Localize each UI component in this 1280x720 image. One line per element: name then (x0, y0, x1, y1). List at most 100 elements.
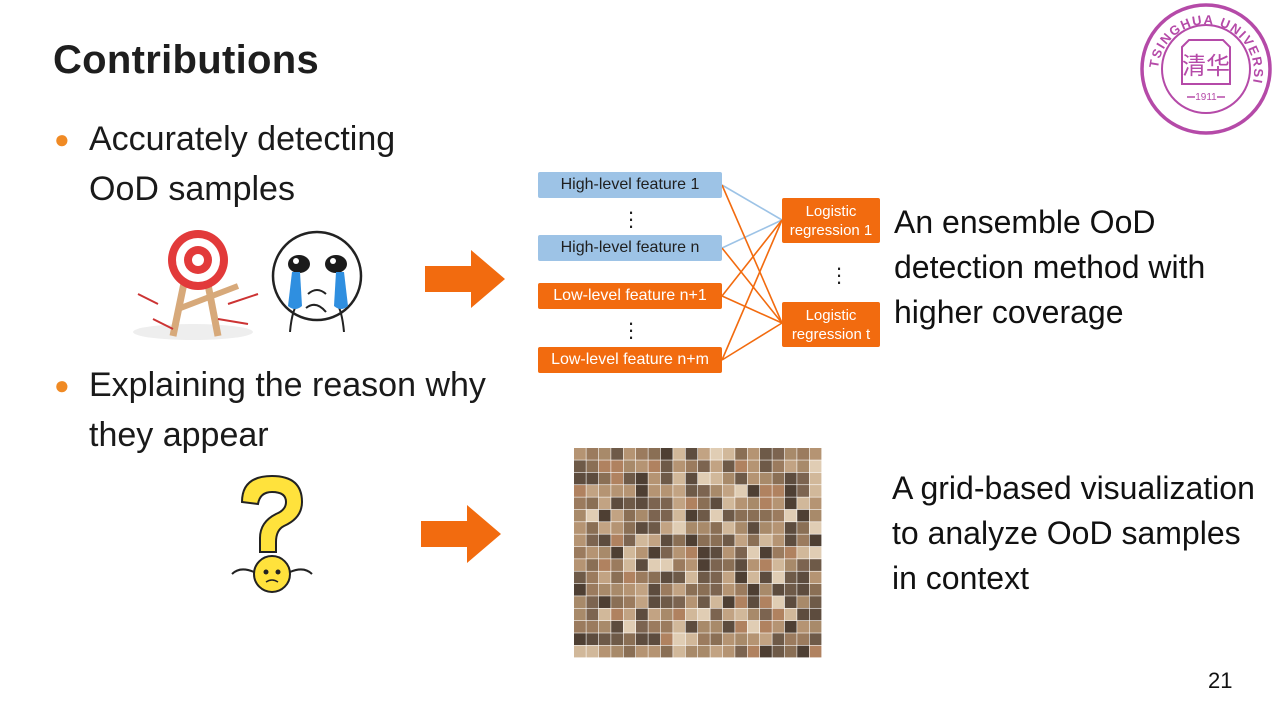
grid-thumbnail (586, 645, 599, 658)
grid-thumbnail (772, 472, 785, 485)
grid-thumbnail (772, 633, 785, 646)
grid-thumbnail (685, 546, 698, 559)
grid-thumbnail (586, 583, 599, 596)
grid-thumbnail (797, 448, 809, 460)
grid-thumbnail (735, 497, 747, 510)
grid-thumbnail (586, 509, 599, 522)
grid-thumbnail (698, 645, 710, 658)
grid-thumbnail (623, 448, 636, 460)
grid-thumbnail (648, 534, 661, 547)
grid-thumbnail (722, 485, 735, 497)
grid-thumbnail (772, 620, 785, 633)
grid-thumbnail (809, 620, 822, 633)
grid-thumbnail (809, 497, 822, 510)
grid-thumbnail (710, 534, 723, 547)
grid-thumbnail (685, 485, 698, 497)
grid-thumbnail (797, 509, 809, 522)
grid-thumbnail (673, 620, 685, 633)
grid-thumbnail (760, 571, 772, 584)
grid-thumbnail (760, 559, 772, 571)
grid-thumbnail (698, 460, 710, 473)
grid-thumbnail (797, 534, 809, 547)
grid-thumbnail (710, 497, 723, 510)
grid-thumbnail (760, 583, 772, 596)
grid-thumbnail (685, 559, 698, 571)
grid-thumbnail (710, 645, 723, 658)
grid-thumbnail (772, 559, 785, 571)
grid-thumbnail (698, 608, 710, 621)
vertical-ellipsis: ··· (627, 199, 635, 238)
grid-thumbnail (685, 534, 698, 547)
grid-thumbnail (722, 583, 735, 596)
grid-thumbnail (772, 534, 785, 547)
grid-thumbnail (685, 509, 698, 522)
grid-thumbnail (673, 485, 685, 497)
grid-thumbnail (660, 522, 673, 534)
grid-thumbnail (760, 645, 772, 658)
grid-thumbnail (735, 571, 747, 584)
grid-thumbnail (809, 596, 822, 608)
grid-thumbnail (784, 485, 797, 497)
right-arrow-icon (425, 250, 505, 308)
grid-thumbnail (710, 559, 723, 571)
grid-thumbnail (574, 497, 586, 510)
grid-thumbnail (772, 460, 785, 473)
grid-thumbnail (698, 497, 710, 510)
grid-thumbnail (735, 546, 747, 559)
grid-thumbnail (574, 571, 586, 584)
grid-thumbnail (623, 620, 636, 633)
grid-thumbnail (710, 633, 723, 646)
grid-thumbnail (784, 522, 797, 534)
grid-thumbnail (660, 546, 673, 559)
grid-thumbnail (636, 472, 648, 485)
grid-thumbnail (636, 497, 648, 510)
bullet-dot-icon: ● (54, 370, 70, 400)
grid-thumbnail (722, 571, 735, 584)
grid-thumbnail (648, 497, 661, 510)
feature-box-low-n1: Low-level feature n+1 (538, 283, 722, 309)
grid-thumbnail (636, 620, 648, 633)
grid-thumbnail (685, 472, 698, 485)
grid-thumbnail (747, 596, 760, 608)
grid-thumbnail (809, 645, 822, 658)
grid-thumbnail (586, 522, 599, 534)
grid-thumbnail (809, 571, 822, 584)
grid-thumbnail (611, 472, 623, 485)
grid-thumbnail (722, 608, 735, 621)
grid-thumbnail (574, 633, 586, 646)
grid-thumbnail (598, 583, 611, 596)
grid-thumbnail (698, 620, 710, 633)
vertical-ellipsis: ··· (627, 310, 635, 349)
grid-thumbnail (797, 608, 809, 621)
grid-thumbnail (698, 596, 710, 608)
grid-thumbnail (722, 534, 735, 547)
grid-thumbnail (772, 485, 785, 497)
grid-thumbnail (673, 497, 685, 510)
grid-thumbnail (710, 460, 723, 473)
grid-thumbnail (648, 608, 661, 621)
grid-thumbnail (648, 559, 661, 571)
grid-thumbnail (698, 448, 710, 460)
university-logo-icon: TSINGHUA UNIVERSITY 清华 1911 (1137, 2, 1272, 135)
grid-thumbnail (784, 460, 797, 473)
grid-thumbnail (574, 485, 586, 497)
grid-thumbnail (636, 608, 648, 621)
grid-thumbnail (760, 509, 772, 522)
grid-thumbnail (660, 497, 673, 510)
right-arrow-icon (421, 505, 501, 563)
grid-thumbnail (747, 546, 760, 559)
bullet-item-detecting: ● Accurately detecting OoD samples (54, 114, 469, 214)
grid-thumbnail (598, 645, 611, 658)
grid-thumbnail (809, 633, 822, 646)
grid-thumbnail (598, 509, 611, 522)
grid-thumbnail (747, 448, 760, 460)
grid-thumbnail (685, 608, 698, 621)
grid-thumbnail (660, 460, 673, 473)
grid-thumbnail (660, 633, 673, 646)
grid-thumbnail (648, 460, 661, 473)
grid-thumbnail (784, 448, 797, 460)
grid-thumbnail (760, 596, 772, 608)
grid-thumbnail (636, 534, 648, 547)
grid-thumbnail (685, 645, 698, 658)
grid-thumbnail (760, 522, 772, 534)
